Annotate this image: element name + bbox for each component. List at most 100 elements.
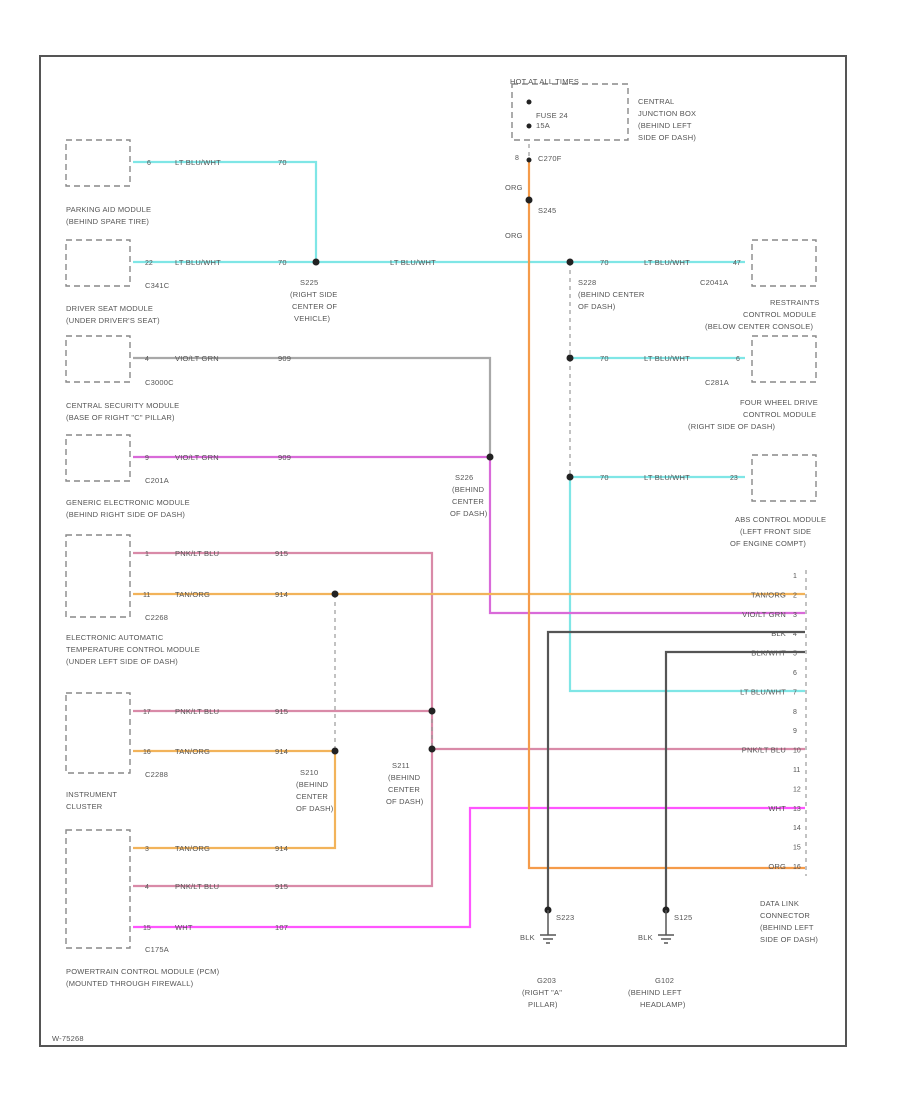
g203-line-2: (RIGHT "A" [522, 988, 562, 997]
diagram-code: W-75268 [52, 1034, 84, 1043]
eatc-pin-2: 11 [143, 592, 150, 599]
pcm-connector: C175A [145, 945, 169, 954]
splice-s245-label: S245 [538, 206, 556, 215]
s210-line-1: S210 [300, 768, 318, 777]
cluster-circuit-1: 915 [275, 707, 288, 716]
tan-org-wires [133, 592, 805, 850]
fuse-rating: 15A [536, 121, 550, 130]
abs-name-1: ABS CONTROL MODULE [735, 515, 826, 524]
restraints-wire: LT BLU/WHT [644, 258, 690, 267]
dlc-pin-wire: BLK [771, 629, 786, 638]
cluster-module-box [65, 692, 131, 774]
csm-name-2: (BASE OF RIGHT "C" PILLAR) [66, 413, 175, 422]
pcm-pin-2: 4 [145, 884, 149, 891]
parking-aid-wire: LT BLU/WHT [175, 158, 221, 167]
restraints-name-3: (BELOW CENTER CONSOLE) [705, 322, 813, 331]
g102-line-2: (BEHIND LEFT [628, 988, 682, 997]
s211-line-1: S211 [392, 761, 410, 770]
g102-line-3: HEADLAMP) [640, 1000, 686, 1009]
vio-lt-grn-wire-gem [133, 455, 805, 615]
g203-line-1: G203 [537, 976, 556, 985]
ground-g203-symbol [540, 910, 556, 944]
driver-seat-connector: C341C [145, 281, 170, 290]
s210-line-3: CENTER [296, 792, 328, 801]
restraints-name-1: RESTRAINTS [770, 298, 820, 307]
driver-seat-module-box [65, 239, 131, 287]
parking-aid-name-1: PARKING AID MODULE [66, 205, 151, 214]
eatc-wire-2: TAN/ORG [175, 590, 210, 599]
g102-splice: S125 [674, 913, 692, 922]
dlc-pin-number: 14 [793, 825, 801, 832]
cjb-line-3: (BEHIND LEFT [638, 121, 692, 130]
s210-line-2: (BEHIND [296, 780, 329, 789]
four-wheel-name-2: CONTROL MODULE [743, 410, 816, 419]
cluster-name-2: CLUSTER [66, 802, 103, 811]
restraints-module-box [751, 239, 817, 287]
eatc-pin-1: 1 [145, 551, 149, 558]
parking-aid-name-2: (BEHIND SPARE TIRE) [66, 217, 149, 226]
power-pin: 8 [515, 155, 519, 162]
blk-wire-g203 [546, 630, 805, 910]
driver-seat-wire: LT BLU/WHT [175, 258, 221, 267]
cluster-name-1: INSTRUMENT [66, 790, 117, 799]
wht-wire [133, 806, 805, 929]
s210-line-4: OF DASH) [296, 804, 334, 813]
parking-aid-circuit: 70 [278, 158, 287, 167]
splice-s228-node-1 [566, 258, 574, 266]
pcm-wire-3: WHT [175, 923, 193, 932]
cjb-line-4: SIDE OF DASH) [638, 133, 696, 142]
pcm-circuit-1: 914 [275, 844, 288, 853]
splice-s210-node-1 [331, 590, 339, 598]
gem-wire: VIO/LT GRN [175, 453, 219, 462]
s226-line-1: S226 [455, 473, 473, 482]
main-wire-label: LT BLU/WHT [390, 258, 436, 267]
eatc-wire-1: PNK/LT BLU [175, 549, 219, 558]
hot-at-all-times-label: HOT AT ALL TIMES [510, 77, 579, 86]
cluster-wire-2: TAN/ORG [175, 747, 210, 756]
abs-name-2: (LEFT FRONT SIDE [740, 527, 811, 536]
abs-wire: LT BLU/WHT [644, 473, 690, 482]
restraints-name-2: CONTROL MODULE [743, 310, 816, 319]
driver-seat-circuit: 70 [278, 258, 287, 267]
cluster-pin-2: 16 [143, 749, 151, 756]
dlc-pin-wire: TAN/ORG [751, 590, 786, 599]
pcm-wire-2: PNK/LT BLU [175, 882, 219, 891]
dlc-pin-number: 2 [793, 592, 797, 599]
dlc-pin-number: 3 [793, 612, 797, 619]
fuse-node-2 [526, 123, 532, 129]
s226-line-3: CENTER [452, 497, 484, 506]
s226-line-4: OF DASH) [450, 509, 488, 518]
blk-wire-g102 [664, 650, 805, 910]
csm-pin: 4 [145, 356, 149, 363]
dlc-pin-wire: WHT [768, 804, 786, 813]
s211-line-4: OF DASH) [386, 797, 424, 806]
pcm-name-1: POWERTRAIN CONTROL MODULE (PCM) [66, 967, 220, 976]
parking-aid-module-box [65, 139, 131, 187]
pcm-circuit-2: 915 [275, 882, 288, 891]
dlc-pin-wire: ORG [768, 862, 786, 871]
parking-aid-pin: 6 [147, 160, 151, 167]
diagram-frame [39, 55, 847, 1047]
s225-line-4: VEHICLE) [294, 314, 330, 323]
lt-blu-wht-wires [133, 160, 805, 693]
vio-lt-grn-wire-csm [133, 356, 492, 457]
four-wheel-circuit: 70 [600, 354, 609, 363]
pcm-wire-1: TAN/ORG [175, 844, 210, 853]
power-wire-color-1: ORG [505, 183, 523, 192]
eatc-module-box [65, 534, 131, 618]
dlc-pin-number: 10 [793, 748, 801, 755]
four-wheel-name-3: (RIGHT SIDE OF DASH) [688, 422, 776, 431]
dlc-pin-number: 5 [793, 651, 797, 658]
splice-s210-node-2 [331, 747, 339, 755]
csm-wire: VIO/LT GRN [175, 354, 219, 363]
dlc-pin-number: 15 [793, 845, 801, 852]
pcm-pin-3: 15 [143, 925, 151, 932]
four-wheel-wire: LT BLU/WHT [644, 354, 690, 363]
dlc-name-3: (BEHIND LEFT [760, 923, 814, 932]
s228-line-2: (BEHIND CENTER [578, 290, 645, 299]
splice-s226-node [486, 453, 494, 461]
four-wheel-name-1: FOUR WHEEL DRIVE [740, 398, 818, 407]
s211-line-3: CENTER [388, 785, 420, 794]
ground-g102-symbol [658, 910, 674, 944]
dlc-name-1: DATA LINK [760, 899, 799, 908]
